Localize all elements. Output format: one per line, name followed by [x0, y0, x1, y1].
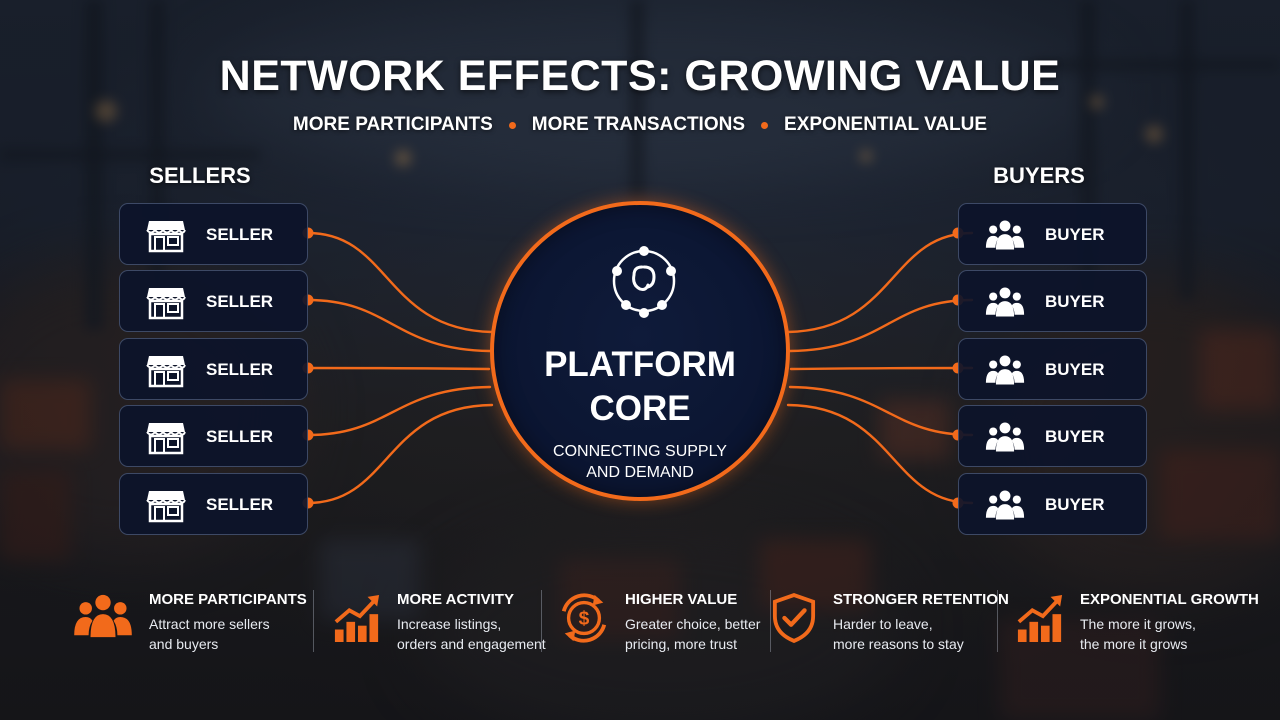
benefit-more-activity: MORE ACTIVITY Increase listings, orders … [333, 590, 546, 660]
benefit-desc-line: Increase listings, [397, 616, 502, 632]
core-subtitle-line: AND DEMAND [586, 464, 694, 481]
connector-line [306, 231, 494, 334]
benefit-divider [313, 590, 314, 652]
storefront-icon [146, 491, 186, 523]
people-group-icon [74, 594, 132, 638]
seller-label: SELLER [206, 495, 274, 514]
connector-line [788, 298, 974, 353]
benefit-desc-line: Harder to leave, [833, 616, 933, 632]
people-group-icon [985, 422, 1025, 452]
seller-card: SELLER [119, 405, 308, 467]
benefit-divider [997, 590, 998, 652]
people-group-icon [985, 287, 1025, 317]
benefit-higher-value: $ HIGHER VALUE Greater choice, better pr… [558, 590, 760, 660]
benefit-desc-line: Attract more sellers [149, 616, 270, 632]
benefit-desc-line: The more it grows, [1080, 616, 1196, 632]
seller-label: SELLER [206, 225, 274, 244]
benefit-desc-line: Greater choice, better [625, 616, 761, 632]
benefit-title: EXPONENTIAL GROWTH [1080, 591, 1259, 608]
seller-card: SELLER [119, 338, 308, 400]
seller-label: SELLER [206, 427, 274, 446]
core-title: PLATFORM CORE [494, 343, 786, 431]
benefit-more-participants: MORE PARTICIPANTS Attract more sellers a… [72, 590, 307, 660]
benefit-desc-line: and buyers [149, 636, 219, 652]
dollar-cycle-icon: $ [561, 593, 607, 643]
page-title: NETWORK EFFECTS: GROWING VALUE [219, 52, 1061, 100]
benefit-title: MORE ACTIVITY [397, 591, 514, 608]
benefit-desc: The more it grows, the more it grows [1080, 614, 1230, 654]
buyer-label: BUYER [1045, 360, 1105, 379]
benefit-title: MORE PARTICIPANTS [149, 591, 307, 608]
seller-label: SELLER [206, 360, 274, 379]
benefit-title: HIGHER VALUE [625, 591, 738, 608]
people-group-icon [985, 355, 1025, 385]
storefront-icon [146, 288, 186, 320]
connector-line [306, 366, 491, 371]
subtitle-item: MORE PARTICIPANTS [292, 114, 493, 135]
connector-line [306, 403, 494, 505]
shield-check-icon [772, 593, 816, 644]
subtitle: MORE PARTICIPANTS MORE TRANSACTIONS EXPO… [0, 114, 1280, 136]
benefit-desc-line: orders and engagement [397, 636, 546, 652]
benefit-exponential-growth: EXPONENTIAL GROWTH The more it grows, th… [1016, 590, 1259, 660]
core-title-line: CORE [589, 389, 691, 428]
buyer-label: BUYER [1045, 292, 1105, 311]
platform-core: PLATFORM CORE CONNECTING SUPPLY AND DEMA… [490, 201, 790, 501]
storefront-icon [146, 356, 186, 388]
buyer-card: BUYER [958, 203, 1147, 265]
seller-card: SELLER [119, 203, 308, 265]
buyer-card: BUYER [958, 270, 1147, 332]
growth-chart-icon [1017, 594, 1063, 642]
benefit-desc: Harder to leave, more reasons to stay [833, 614, 983, 654]
buyer-label: BUYER [1045, 225, 1105, 244]
benefit-stronger-retention: STRONGER RETENTION Harder to leave, more… [772, 590, 1009, 660]
benefit-desc-line: pricing, more trust [625, 636, 738, 652]
connector-line [306, 298, 492, 353]
network-hub-icon [612, 246, 676, 318]
storefront-icon [146, 221, 186, 253]
buyer-label: BUYER [1045, 495, 1105, 514]
subtitle-item: EXPONENTIAL VALUE [784, 114, 988, 135]
connector-line [786, 403, 974, 505]
svg-text:$: $ [579, 609, 590, 630]
buyers-heading: BUYERS [993, 163, 1085, 188]
benefit-divider [541, 590, 542, 652]
buyer-card: BUYER [958, 473, 1147, 535]
storefront-icon [146, 423, 186, 455]
sellers-heading: SELLERS [149, 163, 251, 188]
bullet-dot-icon [508, 121, 516, 129]
growth-chart-icon [334, 594, 380, 642]
connector-line [789, 366, 974, 371]
connector-line [788, 385, 974, 437]
benefit-title: STRONGER RETENTION [833, 591, 1009, 608]
buyer-label: BUYER [1045, 427, 1105, 446]
seller-card: SELLER [119, 473, 308, 535]
connector-line [306, 385, 492, 437]
benefit-divider [770, 590, 771, 652]
buyer-card: BUYER [958, 338, 1147, 400]
seller-card: SELLER [119, 270, 308, 332]
benefit-desc: Increase listings, orders and engagement [397, 614, 547, 654]
core-subtitle: CONNECTING SUPPLY AND DEMAND [494, 441, 786, 483]
subtitle-item: MORE TRANSACTIONS [531, 114, 746, 135]
benefit-desc: Greater choice, better pricing, more tru… [625, 614, 765, 654]
seller-label: SELLER [206, 292, 274, 311]
buyer-card: BUYER [958, 405, 1147, 467]
benefit-desc-line: the more it grows [1080, 636, 1188, 652]
people-group-icon [985, 490, 1025, 520]
people-group-icon [985, 220, 1025, 250]
benefit-desc: Attract more sellers and buyers [149, 614, 299, 654]
benefit-desc-line: more reasons to stay [833, 636, 964, 652]
core-title-line: PLATFORM [544, 345, 736, 384]
core-subtitle-line: CONNECTING SUPPLY [553, 443, 727, 460]
connector-line [786, 231, 974, 334]
bullet-dot-icon [761, 121, 769, 129]
